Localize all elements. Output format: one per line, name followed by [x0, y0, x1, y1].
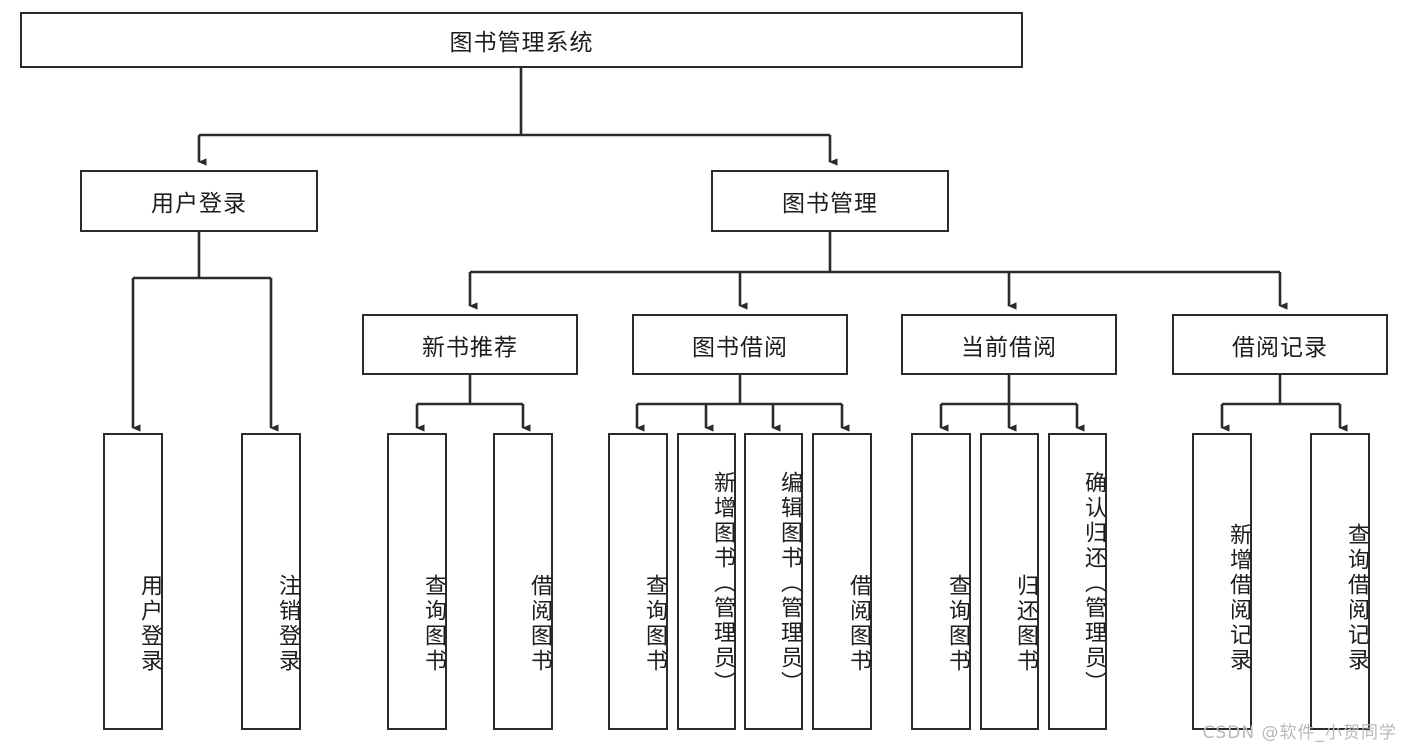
node-user-login[interactable]: 用户登录	[80, 170, 318, 232]
node-current-borrow-label: 当前借阅	[961, 334, 1057, 361]
leaf-query-borrow-record[interactable]: 查询借阅记录	[1310, 433, 1370, 730]
leaf-edit-book-admin-label: 编辑图书（管理员）	[777, 471, 802, 696]
leaf-logout-login[interactable]: 注销登录	[241, 433, 301, 730]
leaf-query-book-3[interactable]: 查询图书	[911, 433, 971, 730]
leaf-add-book-admin-label: 新增图书（管理员）	[710, 471, 735, 696]
leaf-return-book[interactable]: 归还图书	[980, 433, 1039, 730]
leaf-confirm-return-admin-label: 确认归还（管理员）	[1081, 471, 1106, 696]
watermark: CSDN @软件_小贺同学	[1202, 723, 1397, 743]
node-root-label: 图书管理系统	[449, 30, 594, 56]
leaf-edit-book-admin[interactable]: 编辑图书（管理员）	[744, 433, 803, 730]
node-new-book-recommend[interactable]: 新书推荐	[362, 314, 578, 375]
node-borrow-record[interactable]: 借阅记录	[1172, 314, 1388, 375]
leaf-confirm-return-admin[interactable]: 确认归还（管理员）	[1048, 433, 1107, 730]
leaf-borrow-book-2[interactable]: 借阅图书	[812, 433, 872, 730]
leaf-query-book-1-label: 查询图书	[421, 573, 446, 674]
leaf-borrow-book-2-label: 借阅图书	[846, 573, 871, 674]
node-borrow-record-label: 借阅记录	[1232, 334, 1328, 361]
node-user-login-label: 用户登录	[151, 191, 247, 217]
leaf-borrow-book-1-label: 借阅图书	[527, 573, 552, 674]
node-root[interactable]: 图书管理系统	[20, 12, 1023, 68]
leaf-logout-login-label: 注销登录	[275, 573, 300, 674]
node-book-management[interactable]: 图书管理	[711, 170, 949, 232]
leaf-query-borrow-record-label: 查询借阅记录	[1344, 522, 1369, 673]
leaf-query-book-2[interactable]: 查询图书	[608, 433, 668, 730]
node-book-borrow-label: 图书借阅	[692, 334, 788, 361]
leaf-borrow-book-1[interactable]: 借阅图书	[493, 433, 553, 730]
leaf-add-book-admin[interactable]: 新增图书（管理员）	[677, 433, 736, 730]
leaf-query-book-1[interactable]: 查询图书	[387, 433, 447, 730]
node-new-book-recommend-label: 新书推荐	[422, 334, 518, 361]
leaf-return-book-label: 归还图书	[1013, 573, 1038, 674]
leaf-user-login[interactable]: 用户登录	[103, 433, 163, 730]
node-current-borrow[interactable]: 当前借阅	[901, 314, 1117, 375]
node-book-management-label: 图书管理	[782, 191, 878, 217]
leaf-query-book-3-label: 查询图书	[945, 573, 970, 674]
leaf-add-borrow-record-label: 新增借阅记录	[1226, 522, 1251, 673]
leaf-query-book-2-label: 查询图书	[642, 573, 667, 674]
leaf-add-borrow-record[interactable]: 新增借阅记录	[1192, 433, 1252, 730]
leaf-user-login-label: 用户登录	[137, 573, 162, 674]
node-book-borrow[interactable]: 图书借阅	[632, 314, 848, 375]
